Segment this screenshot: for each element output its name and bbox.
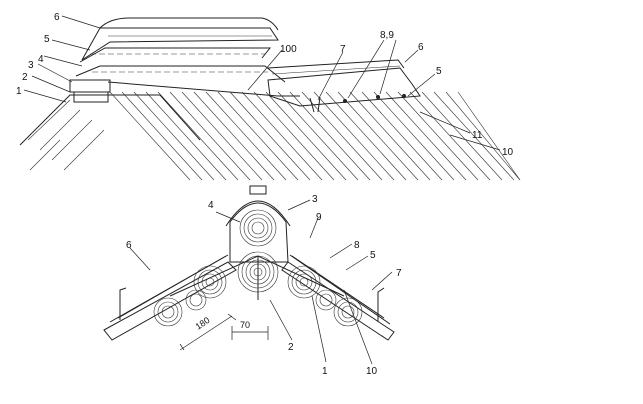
label-8-9: 8,9 [380,30,394,41]
corrugation-line [397,91,479,181]
corrugation-line [205,91,287,181]
corrugation-line [457,91,521,181]
corrugation-line [433,91,515,181]
ridge-board-right [267,59,421,113]
log-ring [239,209,277,247]
screw-icon [343,99,347,103]
corrugation-line [373,91,455,181]
label-4: 4 [38,54,44,65]
corrugation-line [313,91,395,181]
label-1b: 1 [322,366,328,377]
corrugation-line [421,91,503,181]
label-7: 7 [340,44,346,55]
label-2: 2 [22,72,28,83]
corrugation-line [157,91,239,181]
corrugation-line [325,91,407,181]
corrugation-line [181,91,263,181]
dimension-180: 180 [194,315,212,332]
corrugation-line [217,91,299,181]
ridge-cap-left [69,17,300,103]
log-ring [341,305,355,319]
perspective-view: 6 5 4 3 2 1 100 7 8,9 6 5 11 10 [16,12,521,181]
corrugation-line [169,91,251,181]
log-ring [193,265,227,299]
dimension-70: 70 [240,320,250,330]
label-7b: 7 [396,268,402,279]
label-5: 5 [44,34,50,45]
log-ring [315,289,337,311]
log-ring [333,297,363,327]
corrugation-line [385,91,467,181]
label-9b: 9 [316,212,322,223]
corrugation-line [301,91,383,181]
label-1: 1 [16,86,22,97]
corrugation-line [265,91,347,181]
label-2b: 2 [288,342,294,353]
log-ring [243,213,273,243]
corrugation-line [229,91,311,181]
corrugation-line [409,91,491,181]
corrugation-line [349,91,431,181]
label-5c: 5 [370,250,376,261]
log-ring [161,305,175,319]
label-6c: 6 [126,240,132,251]
cross-section-view: 4 3 9 8 5 7 6 180 70 2 1 10 [103,185,402,377]
log-ring [295,273,313,291]
label-5b: 5 [436,66,442,77]
corrugation-line [145,91,227,181]
corrugation-line [277,91,359,181]
label-10b: 10 [366,366,378,377]
screw-icon [376,95,380,99]
log-ring [247,217,269,239]
log-ring [299,277,309,287]
log-ring [189,293,203,307]
log-ring [291,269,317,295]
log-ring [337,301,359,323]
log-ring [153,297,183,327]
corrugation-line [133,91,215,181]
label-4b: 4 [208,200,214,211]
log-ring [197,269,223,295]
corrugation-line [193,91,275,181]
log-ring [185,289,207,311]
corrugated-sheet [109,91,521,181]
log-ring [287,265,321,299]
label-100: 100 [280,44,297,55]
corrugation-line [253,91,335,181]
left-roof-plane [19,94,201,171]
label-3b: 3 [312,194,318,205]
label-8b: 8 [354,240,360,251]
corrugation-line [241,91,323,181]
label-11: 11 [472,130,483,141]
label-6b: 6 [418,42,424,53]
log-ring [157,301,179,323]
log-ring [251,221,265,235]
corrugation-line [109,91,191,181]
corrugation-line [361,91,443,181]
label-10: 10 [502,147,514,158]
corrugation-line [445,91,521,181]
corrugation-line [121,91,203,181]
label-6: 6 [54,12,60,23]
corrugation-line [337,91,419,181]
log-ring [319,293,333,307]
screw-icon [402,94,406,98]
label-3: 3 [28,60,34,71]
corrugation-line [289,91,371,181]
